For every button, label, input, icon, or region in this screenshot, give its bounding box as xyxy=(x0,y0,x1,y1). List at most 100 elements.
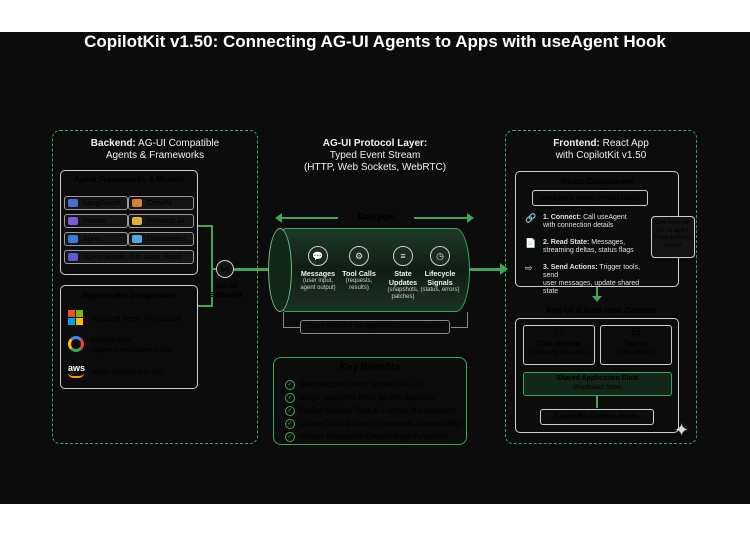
step-text: Messages, xyxy=(591,239,626,246)
context-title: App UI & Real-time Context xyxy=(545,305,657,315)
benefit-label: Standardized Event Stream (AG-UI) xyxy=(299,380,424,390)
microsoft-icon xyxy=(68,310,84,326)
crewai-icon xyxy=(132,199,142,207)
stage-title: Lifecycle xyxy=(424,269,456,278)
protocol-heading: AG-UI Protocol Layer: Typed Event Stream… xyxy=(303,138,447,173)
framework-chip: LlamaIndex xyxy=(128,232,194,246)
benefit-item: ✓ Standardized Event Stream (AG-UI) xyxy=(285,380,423,390)
backend-panel xyxy=(52,130,258,444)
arrow-head xyxy=(275,213,282,223)
llamaindex-icon xyxy=(132,235,142,243)
stage-title: Tool Calls xyxy=(342,269,376,278)
frameworks-title: Agent Frameworks & Models xyxy=(74,175,184,184)
check-icon: ✓ xyxy=(285,432,295,442)
hook-step: 📄2. Read State: Messages,streaming delta… xyxy=(525,239,634,255)
connector-line xyxy=(211,225,213,307)
bracket-left xyxy=(283,312,300,328)
bracket-right xyxy=(451,312,468,328)
connector-line xyxy=(596,396,598,408)
benefit-label: Single useAgent Hook for Any Backend xyxy=(299,393,436,403)
hyperscaler-label: Google ADK xyxy=(90,335,132,344)
link-icon: 🔗 xyxy=(525,213,537,223)
framework-label: Mastra xyxy=(83,216,106,225)
frontend-heading: Frontend: React App with CopilotKit v1.5… xyxy=(553,138,649,161)
pipe-stage: ≡State Updates(snapshots,patches) xyxy=(380,246,426,301)
lifecycle-icon: ◷ xyxy=(430,246,450,266)
tool-ui: ▤ Tool UI (Interactions) xyxy=(600,325,672,365)
stage-title: Messages xyxy=(300,269,336,278)
connector-line xyxy=(211,268,217,270)
check-icon: ✓ xyxy=(285,393,295,403)
framework-label: Pydantic AI xyxy=(147,216,185,225)
aws-icon: aws xyxy=(68,364,85,378)
endpoint-icon: ⋈ xyxy=(220,264,230,274)
stage-sub: (user input, xyxy=(302,278,333,284)
step-text: Call useAgent xyxy=(583,214,627,221)
pydantic-icon xyxy=(132,217,142,225)
arrow-head xyxy=(467,213,474,223)
chat-window: 🗨 Chat Window (Streaming Messages) xyxy=(523,325,595,365)
framework-label: LangGraph xyxy=(83,198,121,207)
chat-sub: (Streaming Messages) xyxy=(528,350,590,356)
hyperscaler-title: Hyperscaler Integrations xyxy=(82,291,176,300)
framework-label: Agno xyxy=(83,234,101,243)
google-icon xyxy=(68,336,84,352)
benefits-panel xyxy=(273,357,467,445)
step-text-line2: with connection details xyxy=(543,222,614,229)
check-icon: ✓ xyxy=(285,406,295,416)
framework-chip: SDKs (Kotlin, Go, Java, Rust) xyxy=(64,250,194,264)
framework-label: CrewAI xyxy=(147,198,172,207)
page-title: CopilotKit v1.50: Connecting AG-UI Agent… xyxy=(84,32,666,51)
arrow-icon: ⇨ xyxy=(525,263,533,273)
hyperscaler-item: Google ADK (Agent Development Kit) xyxy=(68,334,196,358)
hyperscaler-label: AWS Strands Agents xyxy=(92,367,162,376)
pipe-stage: ⚙Tool Calls(requests,results) xyxy=(338,246,380,292)
hyperscaler-box xyxy=(60,285,198,389)
shared-state-box: Shared Application State (Replicated Sto… xyxy=(523,372,672,396)
endpoint-arrow xyxy=(234,268,274,271)
step-text: Trigger tools, send xyxy=(543,264,641,279)
frontend-panel xyxy=(505,130,697,444)
framework-chip: CrewAI xyxy=(128,196,194,210)
context-box xyxy=(515,318,679,433)
framework-chip: Mastra xyxy=(64,214,128,228)
step-title: 1. Connect: xyxy=(543,214,582,221)
hyperscaler-label: Microsoft Agent Framework xyxy=(90,314,182,323)
hyperscaler-sublabel: (Agent Development Kit) xyxy=(90,345,172,354)
messages-icon: 💬 xyxy=(308,246,328,266)
pipe-label: Data pipe xyxy=(338,212,414,221)
context-hooks-box: CopilotKit Context Hooks xyxy=(540,409,654,425)
pipe-stage: 💬 Messages(user input,agent output) xyxy=(296,246,340,292)
data-pipe xyxy=(272,228,470,312)
shared-title: Shared Application State xyxy=(556,375,639,382)
frameworks-box xyxy=(60,170,198,275)
tool-icon: ▤ xyxy=(631,327,641,338)
sparkle-icon: ✦ xyxy=(674,420,690,440)
benefit-item: ✓Cross-Cloud & Cross-Framework Compatibi… xyxy=(285,419,461,429)
framework-chip: Pydantic AI xyxy=(128,214,194,228)
react-component-title: React Component xyxy=(560,176,634,186)
open-protocol-label: Open Protocol for Agent-UI Communication xyxy=(300,320,450,334)
pipe-to-frontend-arrow xyxy=(470,268,504,271)
sdk-icon xyxy=(68,253,78,261)
benefit-label: Explicit Shared State & Context Manageme… xyxy=(299,406,456,416)
connector-line xyxy=(198,305,212,307)
chat-icon: 🗨 xyxy=(552,327,566,338)
hyperscaler-item: aws AWS Strands Agents xyxy=(68,364,196,382)
stage-sub: (snapshots, xyxy=(387,287,419,293)
langgraph-icon xyxy=(68,199,78,207)
stage-sub-line2: agent output) xyxy=(300,285,336,291)
check-icon: ✓ xyxy=(285,419,295,429)
useagent-hook-box: useAgent Hook (React Hook) xyxy=(532,190,648,206)
chat-title: Chat Window xyxy=(536,341,582,348)
check-icon: ✓ xyxy=(285,380,295,390)
mastra-icon xyxy=(68,217,78,225)
stage-sub: (requests, xyxy=(345,278,373,284)
hyperscaler-item: Microsoft Agent Framework xyxy=(68,310,196,328)
benefit-item: ✓Robust Ecosystem Growth (High Adoption) xyxy=(285,432,447,442)
endpoint-node: ⋈ xyxy=(216,260,234,278)
stage-sub-line2: results) xyxy=(349,285,369,291)
framework-chip: LangGraph xyxy=(64,196,128,210)
